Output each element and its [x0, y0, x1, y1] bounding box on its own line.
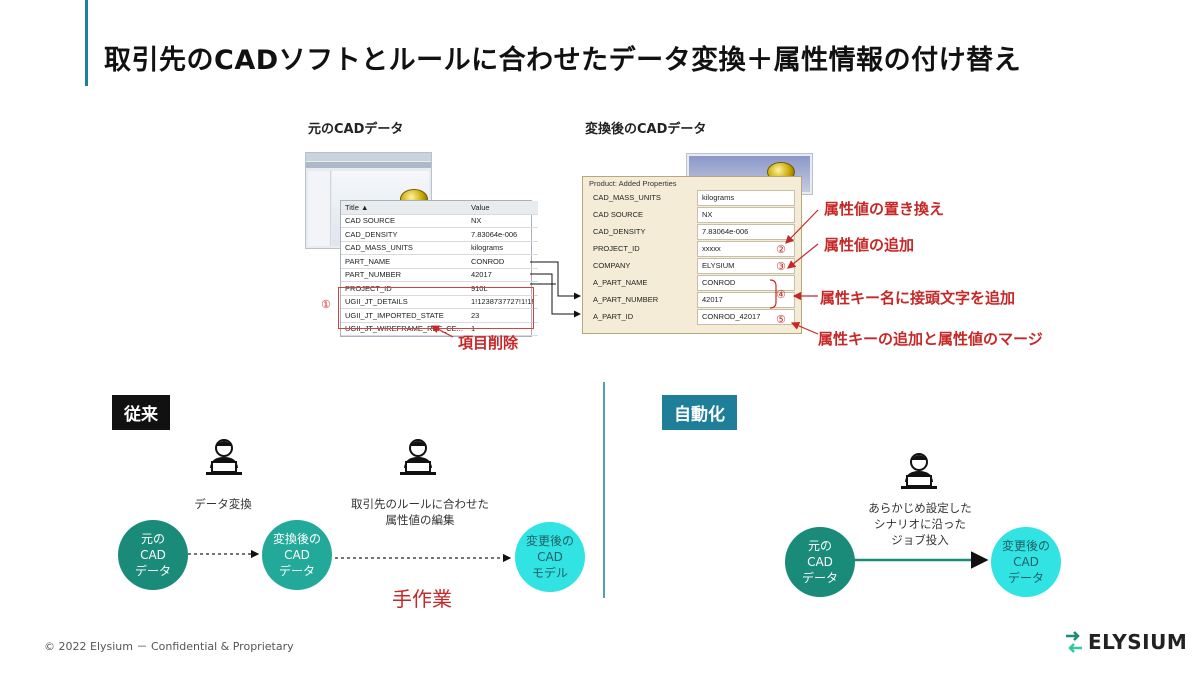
step1-caption: データ変換 — [194, 497, 252, 511]
step2-caption-line1: 取引先のルールに合わせた — [351, 497, 489, 511]
annotation-replace-value: 属性値の置き換え — [824, 200, 945, 218]
person-at-laptop-icon — [400, 439, 436, 475]
panel-title: Product: Added Properties — [589, 179, 677, 188]
person-at-laptop-icon — [206, 439, 242, 475]
marker-5: ⑤ — [776, 313, 786, 326]
person-at-laptop-icon — [901, 453, 937, 489]
marker-3: ③ — [776, 260, 786, 273]
conventional-tag: 従来 — [112, 395, 170, 430]
marker-4: ④ — [776, 288, 786, 301]
automation-caption-line3: ジョブ投入 — [891, 533, 949, 547]
deleted-items-label: 項目削除 — [458, 334, 519, 352]
original-data-label: 元のCADデータ — [308, 122, 404, 137]
logo-text: ELYSIUM — [1088, 630, 1188, 654]
annotation-prefix-key: 属性キー名に接頭文字を追加 — [820, 289, 1016, 307]
logo-arrows-icon — [1066, 631, 1082, 653]
col-header-title[interactable]: Title — [345, 202, 359, 212]
copyright-footer: © 2022 Elysium － Confidential & Propriet… — [44, 640, 294, 653]
automated-tag: 自動化 — [662, 395, 737, 430]
automation-caption-line2: シナリオに沿った — [874, 517, 966, 531]
step2-caption-line2: 属性値の編集 — [385, 513, 455, 527]
annotation-add-key-merge: 属性キーの追加と属性値のマージ — [818, 330, 1043, 348]
title-accent-bar — [85, 0, 88, 86]
annotation-add-value: 属性値の追加 — [824, 236, 915, 254]
converted-data-label: 変換後のCADデータ — [585, 122, 707, 137]
manual-work-label: 手作業 — [392, 587, 452, 611]
marker-1: ① — [321, 298, 331, 311]
col-header-value[interactable]: Value — [466, 201, 538, 215]
slide-title: 取引先のCADソフトとルールに合わせたデータ変換＋属性情報の付け替え — [104, 45, 1022, 76]
marker-2: ② — [776, 243, 786, 256]
elysium-logo: ELYSIUM — [1064, 630, 1187, 654]
converted-properties-panel: Product: Added Properties CAD_MASS_UNITS… — [582, 176, 802, 334]
automation-caption-line1: あらかじめ設定した — [868, 501, 972, 515]
